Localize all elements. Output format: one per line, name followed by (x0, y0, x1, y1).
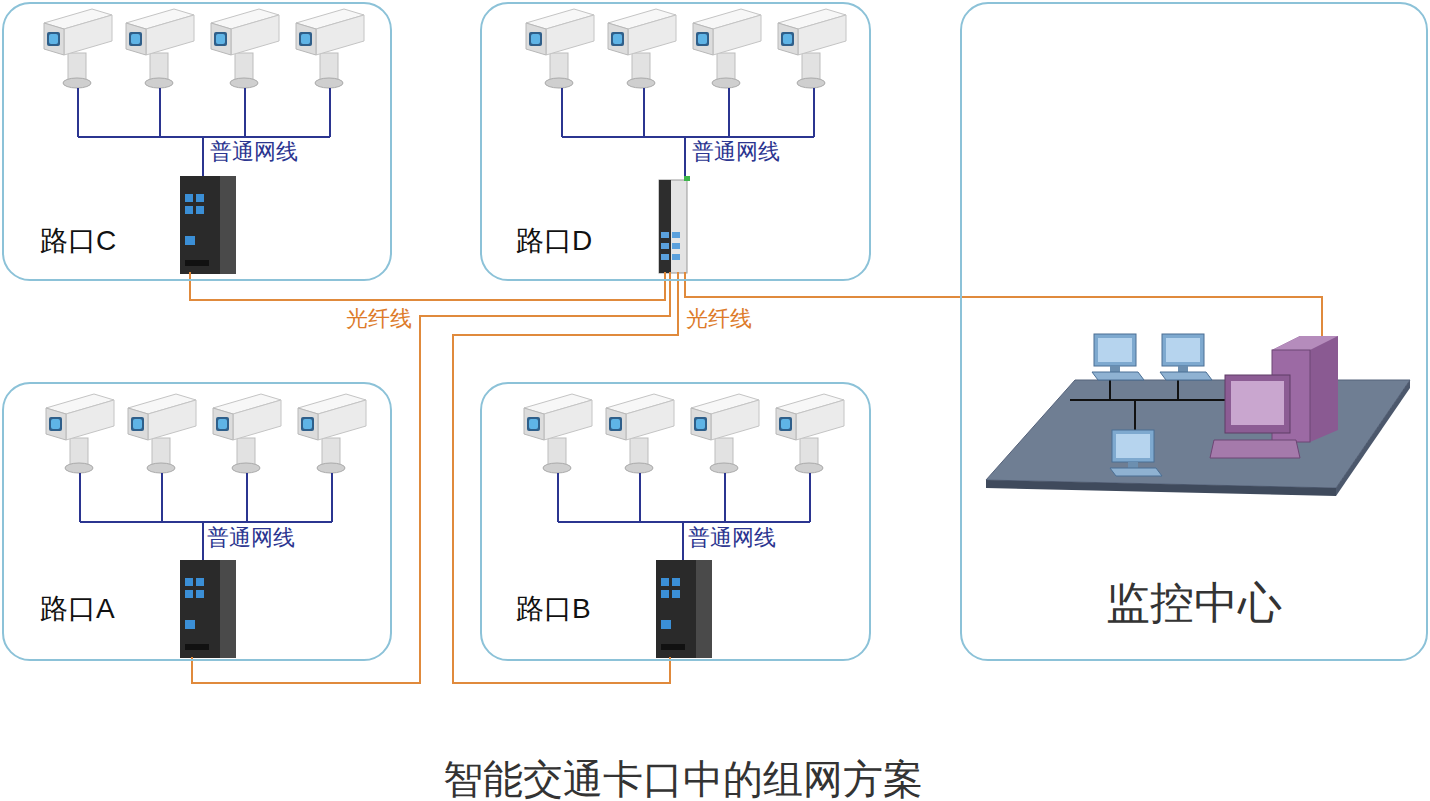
camera-icon (211, 9, 279, 88)
cable-label: 普通网线 (208, 140, 300, 164)
area-label: 路口B (516, 590, 591, 628)
camera-icon (524, 394, 592, 473)
camera-icon (44, 9, 112, 88)
area-label: 路口D (516, 222, 592, 260)
caption: 智能交通卡口中的组网方案 (443, 752, 923, 801)
cable-label: 普通网线 (690, 140, 782, 164)
camera-icon (608, 9, 676, 88)
area-box: 路口D (480, 2, 871, 281)
area-box: 路口C (2, 2, 392, 281)
fiber-connector (453, 281, 678, 683)
camera-icon (776, 394, 844, 473)
camera-icon (296, 9, 364, 88)
camera-icon (128, 394, 196, 473)
area-label: 路口A (40, 590, 115, 628)
cable-label: 普通网线 (686, 526, 778, 550)
camera-icon (691, 394, 759, 473)
fiber-connector (192, 281, 670, 683)
cable-label: 普通网线 (205, 526, 297, 550)
fiber-label: 光纤线 (344, 307, 414, 331)
area-box: 监控中心 (960, 2, 1428, 661)
area-box: 路口B (480, 382, 871, 661)
camera-icon (213, 394, 281, 473)
area-label: 路口C (40, 222, 116, 260)
area-box: 路口A (2, 382, 392, 661)
camera-icon (298, 394, 366, 473)
camera-icon (526, 9, 594, 88)
camera-icon (46, 394, 114, 473)
fiber-connector (190, 281, 665, 300)
camera-icon (126, 9, 194, 88)
camera-icon (693, 9, 761, 88)
camera-icon (778, 9, 846, 88)
fiber-label: 光纤线 (684, 307, 754, 331)
fiber-connector (685, 281, 960, 297)
area-label: 监控中心 (1106, 574, 1282, 633)
camera-icon (606, 394, 674, 473)
